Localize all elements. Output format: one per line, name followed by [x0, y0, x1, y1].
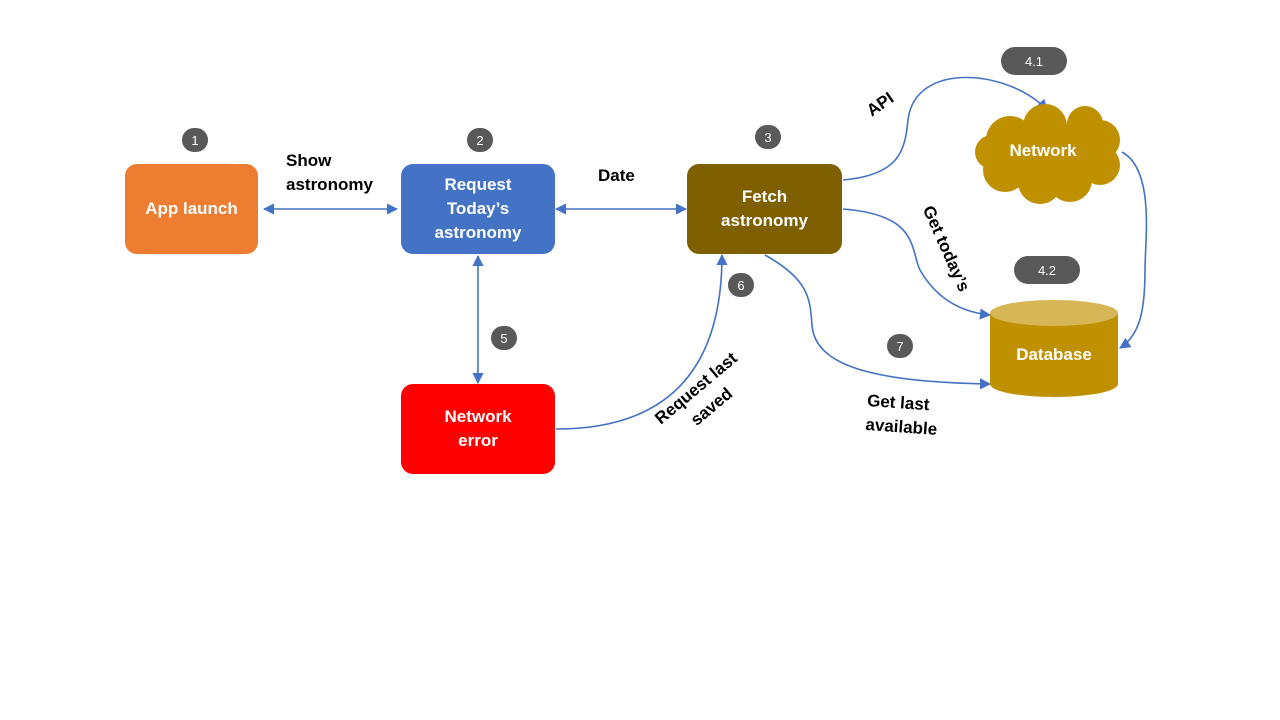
step-badge-1: 1: [182, 128, 208, 152]
step-badge-6: 6: [728, 273, 754, 297]
edge-fetch-database-last: [764, 254, 992, 390]
step-badge-2: 2: [467, 128, 493, 152]
label-date: Date: [598, 166, 635, 185]
label-show-astronomy: Show astronomy: [286, 151, 373, 194]
network-cloud-shape: [975, 104, 1120, 204]
edge-error-fetch: [555, 253, 728, 430]
label-get-last-available: Get last available: [864, 390, 938, 439]
step-badge-4-2: 4.2: [1014, 256, 1080, 284]
step-badge-3: 3: [755, 125, 781, 149]
app-launch-node: App launch: [125, 164, 258, 254]
network-error-node: Network error: [401, 384, 555, 474]
fetch-astronomy-node: Fetch astronomy: [687, 164, 842, 254]
database-shape: [990, 300, 1118, 397]
database-node-label: Database: [1016, 345, 1092, 364]
step-badge-5: 5: [491, 326, 517, 350]
network-node-label: Network: [1009, 141, 1077, 160]
edge-fetch-database: [842, 208, 992, 320]
edge-fetch-network: [842, 76, 1048, 181]
step-badge-7: 7: [887, 334, 913, 358]
request-todays-astronomy-node: Request Today’s astronomy: [401, 164, 555, 254]
edge-network-database: [1119, 151, 1148, 349]
step-badge-4-1: 4.1: [1001, 47, 1067, 75]
